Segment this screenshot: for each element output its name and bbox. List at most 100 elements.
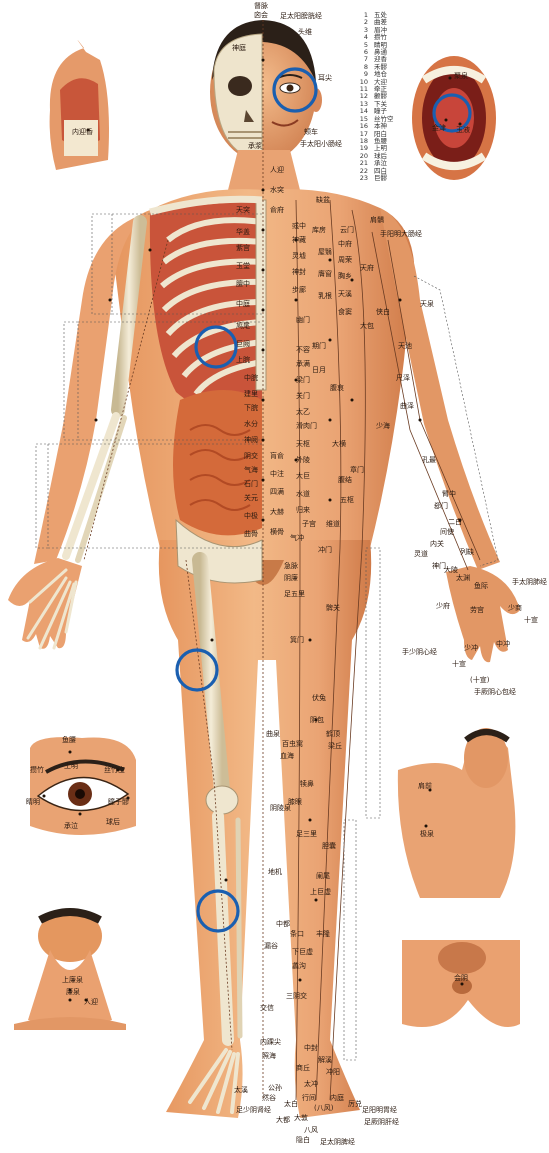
label-dahe: 大赫 [270, 508, 284, 516]
label-shaofu: 少府 [436, 602, 450, 610]
clavicle [149, 195, 263, 216]
label-sanyinjiao: 三阴交 [286, 992, 307, 1000]
legend-text: 五处 [374, 11, 387, 19]
label-burong: 不容 [296, 346, 310, 354]
label-danzhong: 膻中 [236, 280, 250, 288]
label-shuitu: 水突 [270, 186, 284, 194]
label-lung-meridian: 手太阴肺经 [512, 578, 547, 586]
label-zigong2: 子宫 [302, 520, 316, 528]
ulna [75, 415, 127, 563]
label-eye-shangming: 上明 [64, 762, 78, 770]
legend-number: 14 [359, 107, 368, 116]
label-ximen: 郄门 [434, 502, 448, 510]
label-shangjuxu: 上巨虚 [310, 888, 331, 896]
arm-left [34, 212, 150, 564]
label-xiawan: 下脘 [244, 404, 258, 412]
label-qimen: 期门 [312, 342, 326, 350]
label-erjian: 耳尖 [318, 74, 332, 82]
label-zhongji: 中极 [244, 512, 258, 520]
legend-text: 眉冲 [374, 25, 387, 34]
label-rangu: 然谷 [262, 1094, 276, 1102]
label-shaoshang: 少商 [508, 604, 522, 612]
legend-text: 鱼腰 [374, 136, 387, 145]
label-tiaokou: 条口 [290, 930, 304, 938]
label-shidou: 食窦 [338, 308, 352, 316]
scale-rulers [35, 213, 499, 1061]
label-mouth-yuye: 玉液 [456, 126, 470, 134]
label-eye-sizhukong: 丝竹空 [104, 766, 125, 774]
label-xiyan: 膝眼 [288, 798, 302, 806]
label-wuyi: 屋翳 [318, 248, 332, 256]
legend-number: 2 [363, 18, 368, 27]
label-juque: 巨阙 [236, 340, 250, 348]
label-jianyu: 肩髃 [370, 216, 384, 224]
label-zhongzhu: 中注 [270, 470, 284, 478]
legend-text: 本神 [374, 122, 387, 131]
legend-text: 攒竹 [374, 33, 387, 42]
label-bladder-meridian: 足太阳膀胱经 [280, 12, 322, 20]
label-xiongxiang: 胸乡 [338, 272, 352, 280]
legend-text: 大迎 [374, 77, 387, 86]
legend-text: 瞳子 [374, 107, 387, 116]
label-yingchuang: 膺窗 [318, 270, 332, 278]
label-lidui: 厉兑 [348, 1100, 362, 1108]
label-huaroumen: 滑肉门 [296, 422, 317, 430]
label-neiting: 内庭 [330, 1094, 344, 1102]
highlight-circle-thigh [175, 648, 219, 692]
label-daling: 大陵 [444, 566, 458, 574]
radius [62, 412, 120, 560]
label-tianchi: 天池 [398, 342, 412, 350]
label-zhongdu: 中都 [276, 920, 290, 928]
skull-teeth [228, 131, 262, 139]
label-dadu: 大都 [276, 1116, 290, 1124]
highlight-circles [175, 67, 472, 933]
label-biguan: 髀关 [326, 604, 340, 612]
ribs [160, 217, 263, 396]
label-spleen-meridian: 足太阴脾经 [320, 1138, 355, 1146]
label-taichong: 太冲 [304, 1080, 318, 1088]
label-guanmen: 关门 [296, 392, 310, 400]
label-shenque: 神阙 [244, 436, 258, 444]
label-zhongchong: 中冲 [496, 640, 510, 648]
inset-axilla [397, 728, 516, 898]
label-eye-tongziliao: 瞳子髎 [108, 798, 129, 806]
label-axilla-jianqian: 肩前 [418, 782, 432, 790]
label-futu: 伏兔 [312, 694, 326, 702]
highlight-circle-mouth [432, 93, 472, 133]
legs [158, 540, 372, 1118]
label-jianli: 建里 [244, 390, 258, 398]
skull-nasal [244, 110, 254, 122]
label-guilai: 归来 [296, 506, 310, 514]
inset-neck [14, 908, 126, 1030]
label-neck-shanglianquan: 上廉泉 [62, 976, 83, 984]
label-yinshi: 阴包 [310, 716, 324, 724]
sternum [255, 199, 267, 391]
label-shixuan-tip: 十宣 [524, 616, 538, 624]
label-yinlian: 阴廉 [284, 574, 298, 582]
label-riyue: 日月 [312, 366, 326, 374]
legend-text: 地仓 [374, 70, 387, 79]
label-zhongting: 中庭 [236, 300, 250, 308]
arm-right [380, 208, 500, 570]
label-siman: 四满 [270, 488, 284, 496]
label-chengjiang: 承浆 [248, 142, 262, 150]
label-shencang: 神藏 [292, 236, 306, 244]
legend-text: 下关 [374, 99, 387, 108]
label-tianfu: 天府 [360, 264, 374, 272]
label-touwei: 头维 [298, 28, 312, 36]
label-quepen: 缺盆 [316, 196, 330, 204]
label-jiexi: 解溪 [318, 1056, 332, 1064]
label-rugen: 乳根 [318, 292, 332, 300]
intestine-loops [189, 424, 251, 511]
label-diji: 地机 [268, 868, 282, 876]
